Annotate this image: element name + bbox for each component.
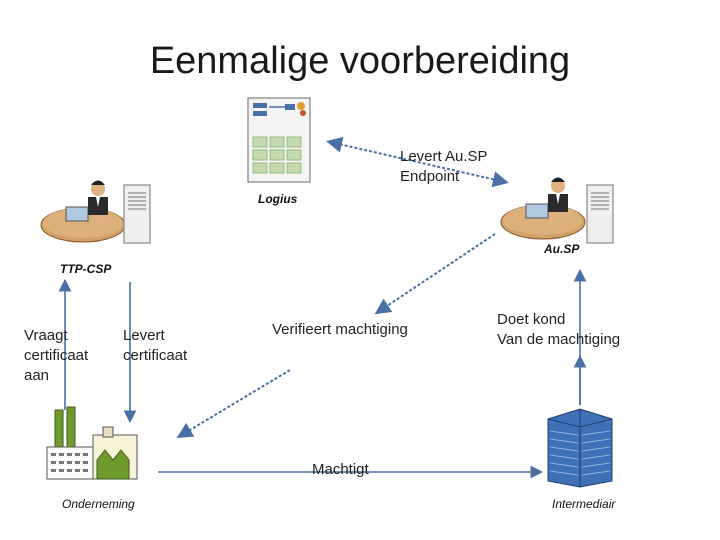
node-label-ausp: Au.SP [544, 242, 580, 256]
diagram-title: Eenmalige voorbereiding [149, 40, 571, 82]
onderneming-factory-icon [46, 406, 138, 480]
ttp-csp-worker-icon [40, 180, 126, 243]
node-label-onderneming: Onderneming [62, 497, 135, 511]
edge-label-machtigt: Machtigt [312, 461, 369, 478]
edge-label-doet-kond: Doet kond Van de machtiging [497, 311, 621, 348]
node-label-ttp-csp: TTP-CSP [60, 262, 112, 276]
node-label-intermediair: Intermediair [552, 497, 616, 511]
arrow-verifieert-onderneming [176, 369, 291, 439]
edge-label-vraagt-certificaat: Vraagt certificaat aan [24, 327, 89, 384]
logius-application-icon [247, 97, 311, 183]
node-label-logius: Logius [258, 192, 298, 206]
ausp-worker-icon [500, 177, 586, 240]
intermediair-building-icon [547, 408, 613, 488]
ausp-server-icon [586, 184, 614, 244]
arrow-ausp-verifieert [374, 233, 496, 315]
edge-label-levert-certificaat: Levert certificaat [123, 327, 188, 364]
edge-label-verifieert-machtiging: Verifieert machtiging [272, 321, 408, 338]
ttp-csp-server-icon [123, 184, 151, 244]
edge-label-levert-ausp-endpoint: Levert Au.SP Endpoint [400, 148, 488, 185]
